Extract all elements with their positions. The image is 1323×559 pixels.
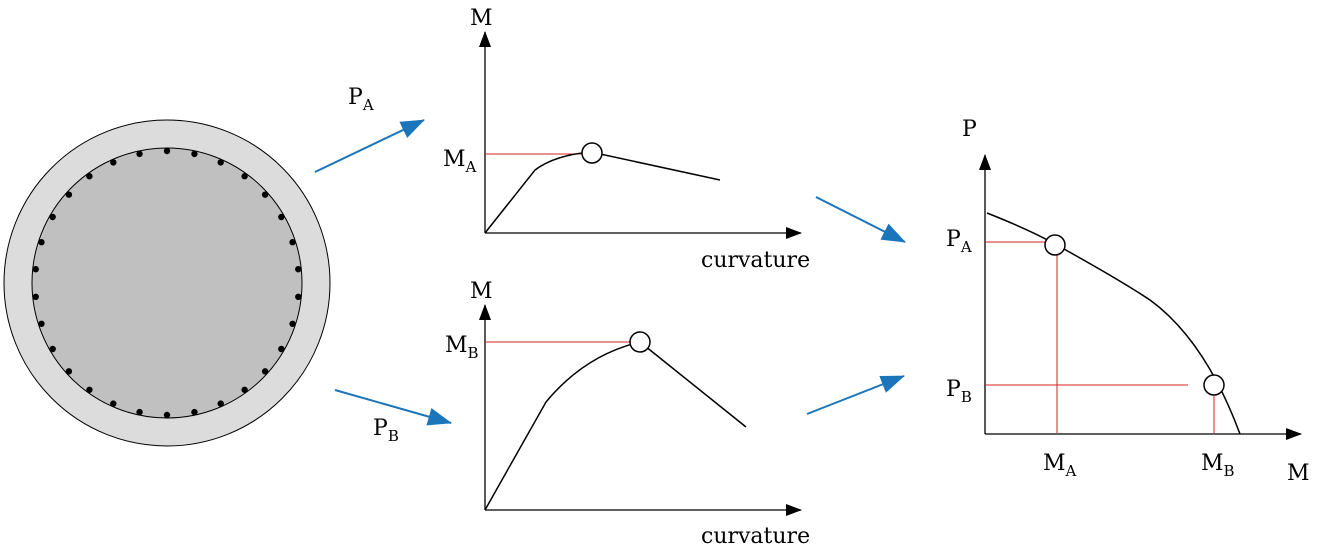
- rebar-dot: [32, 293, 39, 300]
- interaction-marker-b: [1203, 374, 1225, 396]
- chart-a-ma-label: MA: [443, 147, 477, 176]
- chart-a-y-label: M: [470, 6, 493, 31]
- interaction-ma-label: MA: [1043, 451, 1077, 480]
- interaction-curve: [986, 212, 1241, 435]
- rebar-group: [32, 147, 302, 419]
- rebar-dot: [289, 239, 296, 246]
- flow-arrow-section-to-a: [314, 119, 425, 173]
- rebar-dot: [32, 266, 39, 273]
- rebar-dot: [295, 266, 302, 273]
- interaction-x-label: M: [1287, 461, 1310, 486]
- rebar-dot: [49, 213, 56, 221]
- interaction-y-label: P: [962, 117, 977, 142]
- rebar-dot: [65, 191, 73, 198]
- flow-arrow-section-to-b: [334, 389, 452, 426]
- rebar-dot: [278, 213, 285, 221]
- chart-a-peak-marker: [581, 142, 603, 164]
- interaction-pa-label: PA: [946, 227, 972, 256]
- rebar-dot: [136, 408, 143, 416]
- rebar-dot: [217, 159, 224, 166]
- interaction-pb-label: PB: [946, 377, 972, 406]
- chart-b-x-label: curvature: [701, 524, 810, 549]
- moment-curvature-chart-b: M curvature MB: [445, 279, 810, 549]
- rebar-dot: [163, 147, 171, 155]
- rebar-dot: [241, 173, 248, 180]
- rebar-dot: [38, 320, 45, 327]
- concrete-core: [31, 147, 303, 419]
- flow-arrow-b-to-interaction: [806, 375, 905, 415]
- label-pb-arrow: PB: [373, 416, 399, 445]
- rebar-dot: [191, 150, 198, 158]
- rebar-dot: [261, 191, 269, 198]
- rebar-dot: [86, 173, 93, 180]
- chart-b-curve: [484, 341, 747, 511]
- interaction-diagram: P M PA PB MA MB: [946, 117, 1310, 486]
- chart-b-mb-label: MB: [445, 333, 479, 362]
- flow-arrows: [314, 119, 906, 426]
- rebar-dot: [191, 408, 198, 416]
- rebar-dot: [261, 368, 269, 375]
- chart-a-x-label: curvature: [701, 248, 810, 273]
- rebar-dot: [241, 386, 248, 393]
- rebar-dot: [38, 239, 45, 246]
- interaction-marker-a: [1044, 234, 1066, 256]
- rebar-dot: [163, 411, 171, 419]
- interaction-mb-label: MB: [1201, 451, 1235, 480]
- label-pa-arrow: PA: [348, 85, 374, 114]
- column-cross-section: [3, 119, 331, 447]
- rebar-dot: [136, 150, 143, 158]
- rebar-dot: [278, 345, 285, 353]
- rebar-dot: [86, 386, 93, 393]
- rebar-dot: [289, 320, 296, 327]
- rebar-dot: [295, 293, 302, 300]
- moment-curvature-chart-a: M curvature MA: [443, 6, 810, 273]
- flow-arrow-a-to-interaction: [815, 196, 906, 243]
- chart-b-peak-marker: [629, 331, 651, 353]
- rebar-dot: [110, 159, 117, 166]
- rebar-dot: [65, 368, 73, 375]
- rebar-dot: [110, 400, 117, 407]
- chart-b-y-label: M: [470, 279, 493, 304]
- rebar-dot: [49, 345, 56, 353]
- chart-a-curve: [484, 151, 721, 234]
- rebar-dot: [217, 400, 224, 407]
